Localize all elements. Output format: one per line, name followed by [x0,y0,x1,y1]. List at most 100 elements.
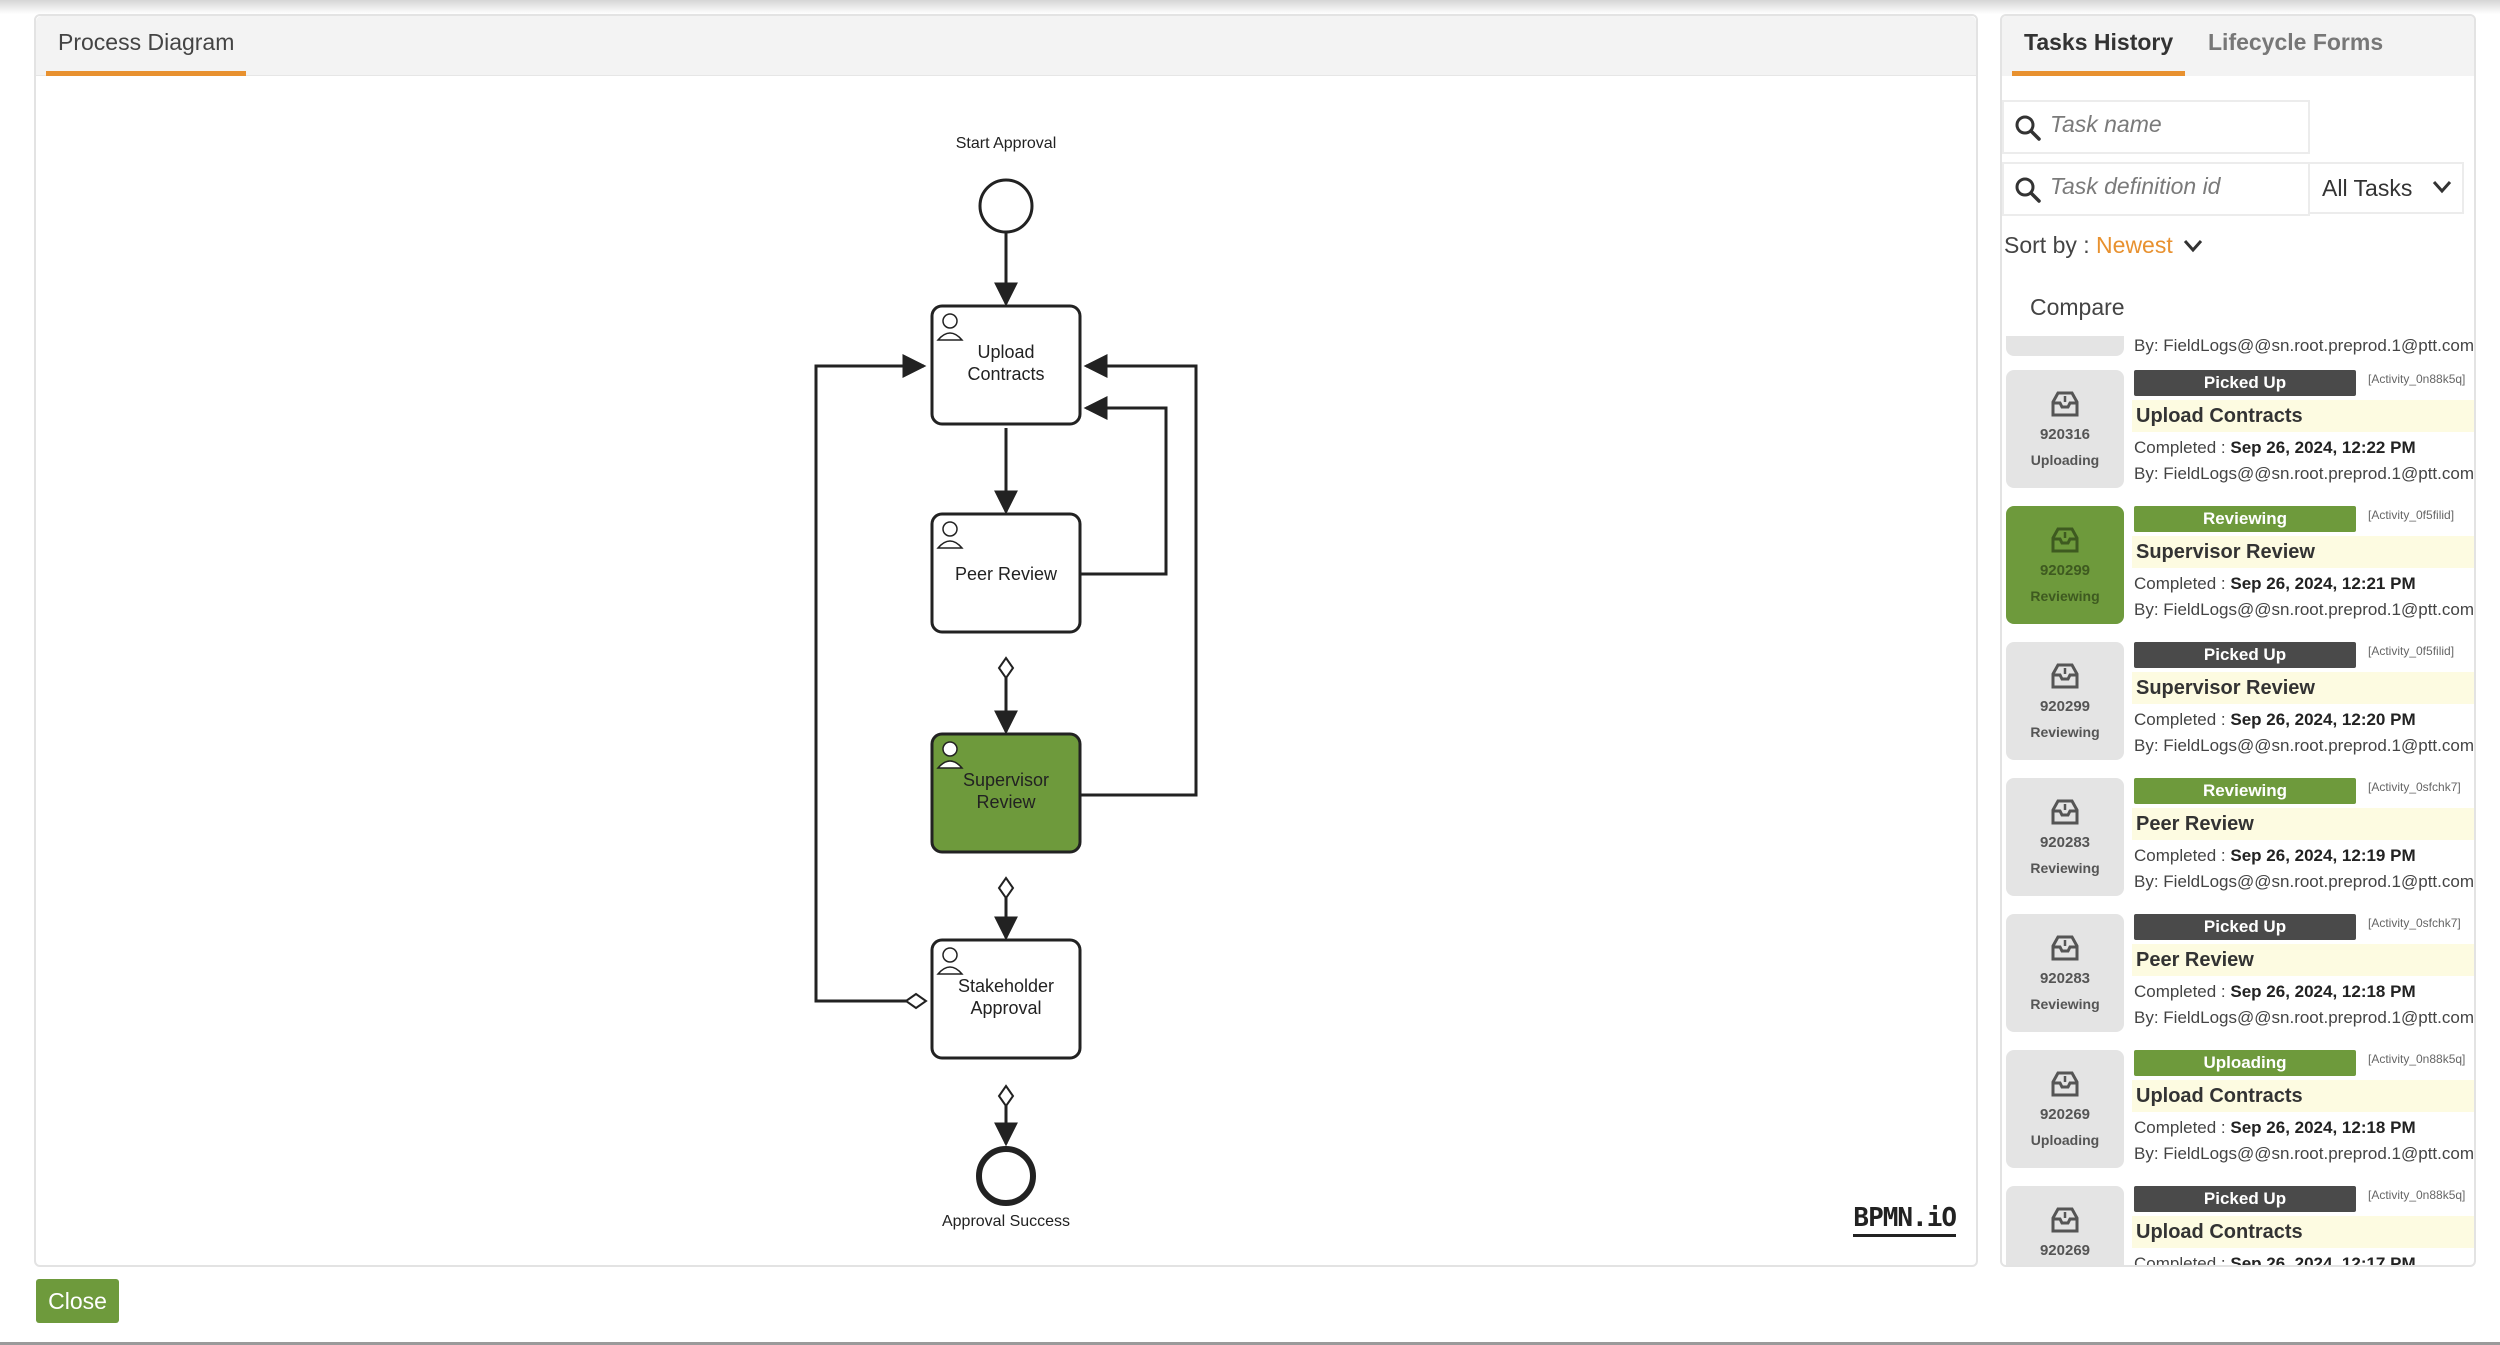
status-badge: Reviewing [2134,778,2356,804]
tab-lifecycle-forms[interactable]: Lifecycle Forms [2208,29,2384,55]
user-task-icon [936,521,964,549]
bpmn-canvas[interactable]: Start Approval [36,78,1976,1265]
sort-value: Newest [2096,232,2173,258]
task-id: 920299 [2039,562,2091,579]
task-card[interactable]: 920283 Reviewing Reviewing [Activity_0sf… [2002,778,2474,900]
task-history-list[interactable]: By: FieldLogs@@sn.root.preprod.1@ptt.com… [2002,336,2474,1265]
bpmn-diagram: Start Approval [814,135,1198,1230]
user-task-icon [936,313,964,341]
task-card[interactable]: 920299 Reviewing Reviewing [Activity_0f5… [2002,506,2474,628]
diagram-panel-header: Process Diagram [36,16,1976,76]
task-badge: 920283 Reviewing [2006,914,2124,1032]
task-completed: Completed : Sep 26, 2024, 12:19 PM [2134,846,2416,865]
start-event[interactable] [978,178,1034,234]
status-badge: Picked Up [2134,370,2356,396]
start-event-label: Start Approval [956,135,1057,152]
task-card[interactable]: 920269 Uploading Picked Up [Activity_0n8… [2002,1186,2474,1265]
task-card[interactable]: 920299 Reviewing Picked Up [Activity_0f5… [2002,642,2474,764]
task-name-input[interactable] [2048,110,2288,139]
tab-tasks-history[interactable]: Tasks History [2012,16,2186,76]
top-shadow [0,0,2500,14]
search-icon [2015,115,2041,141]
task-definition-input[interactable] [2048,172,2288,201]
sort-label: Sort by : [2004,232,2097,258]
task-supervisor-review[interactable]: Supervisor Review [930,732,1082,854]
task-label-line2: Review [976,792,1036,812]
task-label-line1: Stakeholder [958,976,1054,996]
task-completed: Completed : Sep 26, 2024, 12:20 PM [2134,710,2416,729]
task-by: By: FieldLogs@@sn.root.preprod.1@ptt.com [2134,872,2474,891]
close-button[interactable]: Close [36,1279,119,1323]
chevron-down-icon [2432,181,2452,194]
task-filter-value: All Tasks [2322,175,2413,201]
task-title[interactable]: Upload Contracts [2132,1216,2474,1248]
task-badge [2006,336,2124,356]
sequence-flows [814,232,1198,1147]
task-by: By: FieldLogs@@sn.root.preprod.1@ptt.com [2134,600,2474,619]
task-title[interactable]: Upload Contracts [2132,400,2474,432]
status-badge: Uploading [2134,1050,2356,1076]
tasks-panel-header: Tasks History Lifecycle Forms [2002,16,2474,76]
status-badge: Picked Up [2134,1186,2356,1212]
task-title[interactable]: Peer Review [2132,944,2474,976]
task-by: By: FieldLogs@@sn.root.preprod.1@ptt.com [2134,464,2474,483]
task-id: 920316 [2039,426,2091,443]
task-peer-review[interactable]: Peer Review [930,512,1082,634]
tab-process-diagram[interactable]: Process Diagram [46,16,247,76]
task-stage: Reviewing [2030,996,2100,1012]
search-icon [2015,177,2041,203]
task-filter-select[interactable]: All Tasks [2308,162,2464,214]
task-completed: Completed : Sep 26, 2024, 12:18 PM [2134,1118,2416,1137]
task-by: By: FieldLogs@@sn.root.preprod.1@ptt.com [2134,736,2474,755]
inbox-icon [2051,391,2079,417]
bpmn-io-logo[interactable]: BPMN.iO [1853,1203,1957,1237]
task-title[interactable]: Peer Review [2132,808,2474,840]
activity-id: [Activity_0f5filid] [2368,644,2455,658]
task-label-line1: Peer Review [955,564,1058,584]
user-task-icon [936,947,964,975]
inbox-icon [2051,935,2079,961]
task-title[interactable]: Upload Contracts [2132,1080,2474,1112]
process-diagram-panel: Process Diagram Start Approval [34,14,1978,1267]
inbox-icon [2051,799,2079,825]
task-by: By: FieldLogs@@sn.root.preprod.1@ptt.com [2134,336,2474,355]
task-stage: Reviewing [2030,724,2100,740]
chevron-down-icon [2184,240,2203,253]
task-label-line1: Supervisor [963,770,1049,790]
task-card[interactable]: 920283 Reviewing Picked Up [Activity_0sf… [2002,914,2474,1036]
tasks-panel: Tasks History Lifecycle Forms All Tasks … [2000,14,2476,1267]
task-label-line2: Approval [970,998,1041,1018]
task-completed: Completed : Sep 26, 2024, 12:17 PM [2134,1254,2416,1265]
task-label-line1: Upload [977,342,1034,362]
end-event-label: Approval Success [942,1213,1070,1230]
task-id: 920269 [2039,1106,2091,1123]
user-task-icon [936,741,964,769]
task-badge: 920269 Uploading [2006,1050,2124,1168]
activity-id: [Activity_0sfchk7] [2368,916,2461,930]
sort-control[interactable]: Sort by : Newest [2004,232,2203,259]
task-title[interactable]: Supervisor Review [2132,536,2474,568]
status-badge: Picked Up [2134,642,2356,668]
task-stakeholder-approval[interactable]: Stakeholder Approval [930,938,1082,1060]
activity-id: [Activity_0n88k5q] [2368,1188,2466,1202]
inbox-icon [2051,663,2079,689]
task-stage: Uploading [2030,1132,2100,1148]
task-card[interactable]: 920316 Uploading Picked Up [Activity_0n8… [2002,370,2474,492]
task-stage: Uploading [2030,452,2100,468]
task-stage: Reviewing [2030,860,2100,876]
task-upload-contracts[interactable]: Upload Contracts [930,304,1082,426]
task-id: 920283 [2039,970,2091,987]
status-badge: Picked Up [2134,914,2356,940]
end-event[interactable] [976,1146,1036,1206]
task-card[interactable]: 920269 Uploading Uploading [Activity_0n8… [2002,1050,2474,1172]
task-title[interactable]: Supervisor Review [2132,672,2474,704]
task-by: By: FieldLogs@@sn.root.preprod.1@ptt.com [2134,1008,2474,1027]
task-card-partial[interactable]: By: FieldLogs@@sn.root.preprod.1@ptt.com [2002,336,2474,370]
task-completed: Completed : Sep 26, 2024, 12:18 PM [2134,982,2416,1001]
activity-id: [Activity_0f5filid] [2368,508,2455,522]
task-badge: 920299 Reviewing [2006,642,2124,760]
bottom-divider [0,1342,2500,1345]
task-id: 920269 [2039,1242,2091,1259]
compare-button[interactable]: Compare [2030,294,2125,320]
activity-id: [Activity_0n88k5q] [2368,1052,2466,1066]
